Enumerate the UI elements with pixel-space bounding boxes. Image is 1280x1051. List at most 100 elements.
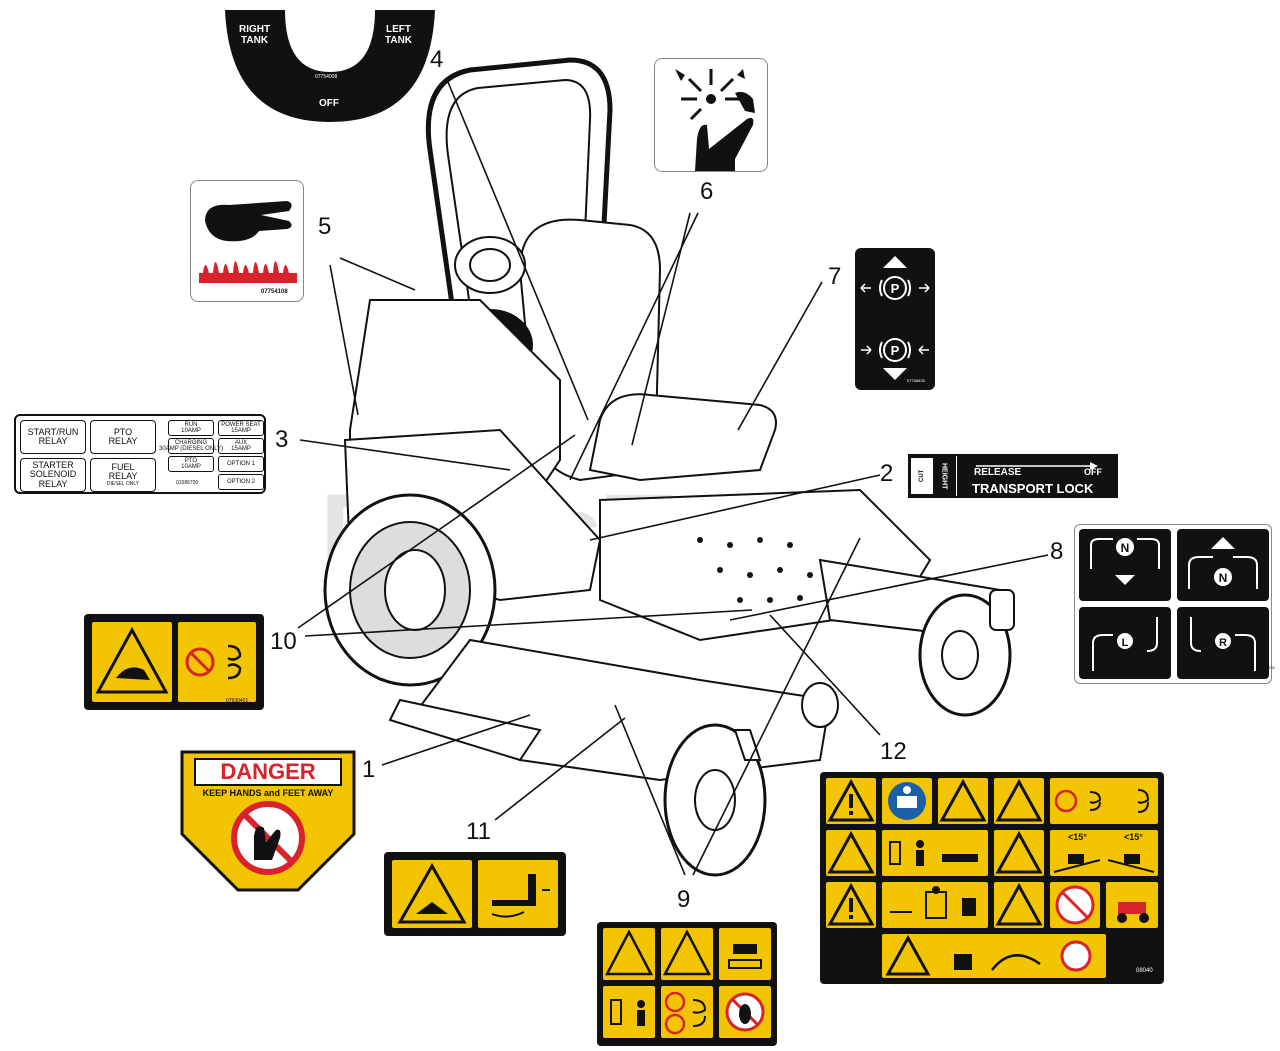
no-feet-icon	[717, 984, 773, 1040]
mower-operation-icon	[717, 926, 773, 982]
callout-10: 10	[270, 628, 297, 655]
park-decal-code: 07758835	[907, 378, 925, 383]
left-turn-cell: L	[1077, 605, 1173, 681]
bystander-distance-icon	[880, 828, 990, 878]
belt-decal-code: 07930401	[226, 698, 249, 704]
svg-text:P: P	[891, 343, 900, 358]
keep-distance-icon	[601, 984, 657, 1040]
crush-hazard-icons	[880, 932, 1108, 980]
neutral-forward-cell: N	[1175, 527, 1271, 603]
safety-icons-decal-12: <15° <15° 08040	[820, 772, 1164, 984]
slope-degree-1: <15°	[1068, 832, 1087, 842]
cut-label: CUT	[911, 458, 933, 494]
seat-safety-icon	[880, 880, 990, 930]
callout-9: 9	[677, 886, 691, 913]
transport-lock-decal: CUT HEIGHT RELEASE OFF TRANSPORT LOCK	[908, 454, 1118, 498]
left-tank-label: LEFT TANK	[385, 24, 413, 46]
steer-decal-code: 07758832	[1257, 665, 1275, 670]
slope-degree-2: <15°	[1124, 832, 1143, 842]
belt-warning-decal: 07930401	[84, 614, 264, 710]
slope-decal-code: 08040	[1136, 968, 1153, 974]
hot-decal-code: 07754108	[261, 289, 288, 295]
fuse-aux: AUX 15AMP	[218, 438, 264, 454]
svg-text:R: R	[1219, 637, 1227, 649]
arrow-down-icon	[883, 368, 907, 380]
steering-control-decal: N N L R 07758832 N L R	[1074, 524, 1275, 684]
rollover-hazard-icon	[936, 776, 990, 826]
entanglement-icon	[675, 69, 755, 171]
fuse-pto: PTO 10AMP	[168, 456, 214, 472]
neutral-reverse-cell: N	[1077, 527, 1173, 603]
callout-1: 1	[362, 756, 376, 783]
hot-surface-decal: 07754108	[190, 180, 304, 302]
relay-fuel: FUEL RELAY DIESEL ONLY	[90, 458, 156, 492]
relay-fuse-decal: START/RUN RELAY PTO RELAY STARTER SOLENO…	[14, 414, 266, 494]
relay-decal-code: 01586700	[176, 480, 199, 486]
svg-text:N: N	[1121, 541, 1130, 555]
entanglement-decal: 07758833	[654, 58, 768, 172]
no-rops-down-icon	[1048, 880, 1102, 930]
callout-5: 5	[318, 213, 332, 240]
warning-triangle-icon-2	[824, 880, 878, 930]
no-hands-blade-icon	[659, 984, 715, 1040]
callout-7: 7	[828, 263, 842, 290]
release-arrow-icon	[976, 462, 1098, 470]
safety-icons-decal-9	[597, 922, 777, 1046]
callout-4: 4	[430, 46, 444, 73]
read-manual-icon	[880, 776, 934, 826]
slope-limit-icon: <15° <15°	[1048, 828, 1160, 878]
danger-subtitle: KEEP HANDS and FEET AWAY	[202, 788, 334, 798]
right-turn-cell: R	[1175, 605, 1271, 681]
relay-starter-solenoid: STARTER SOLENOID RELAY	[20, 458, 86, 492]
right-tank-label: RIGHT TANK	[239, 24, 271, 46]
thrown-object-icon	[824, 828, 878, 878]
relay-pto: PTO RELAY	[90, 420, 156, 454]
callout-8: 8	[1050, 538, 1064, 565]
fuse-run: RUN 10AMP	[168, 420, 214, 436]
slip-warning-decal	[384, 852, 566, 936]
off-transport-label: OFF	[1084, 467, 1102, 477]
slope-tip-icon	[992, 828, 1046, 878]
hand-icon	[254, 826, 281, 860]
hand-belt-warning-icon	[90, 620, 174, 704]
off-label: OFF	[319, 98, 339, 109]
rollover-warning-icon	[659, 926, 715, 982]
hand-icon	[205, 201, 292, 242]
svg-text:P: P	[891, 281, 900, 296]
fuse-charging: CHARGING 30AMP (DIESEL ONLY)	[159, 438, 223, 454]
flame-icon	[199, 261, 297, 283]
callout-6: 6	[700, 178, 714, 205]
slip-hazard-icon	[390, 858, 474, 930]
fuel-decal-code: 07754008	[315, 74, 338, 80]
fuse-option-2: OPTION 2	[218, 474, 264, 490]
rops-up-icon	[1104, 880, 1160, 930]
height-label: HEIGHT	[940, 462, 948, 490]
fuel-tank-decal: RIGHT TANK LEFT TANK 07754008 OFF	[225, 10, 435, 122]
no-hand-belt-icon	[176, 620, 258, 704]
danger-decal: DANGER KEEP HANDS and FEET AWAY	[180, 750, 356, 892]
svg-text:N: N	[1219, 571, 1228, 585]
entangle-decal-code: 07758833	[735, 163, 758, 169]
transport-lock-label: TRANSPORT LOCK	[972, 481, 1094, 496]
rollover-warning-icon-2	[992, 880, 1046, 930]
relay-start-run: START/RUN RELAY	[20, 420, 86, 454]
relay-fuel-sub: DIESEL ONLY	[106, 480, 140, 487]
warning-triangle-icon	[824, 776, 878, 826]
callout-3: 3	[275, 426, 289, 453]
cut-hazard-icon	[992, 776, 1046, 826]
parking-brake-decal: P P 07758835	[855, 248, 935, 390]
danger-title: DANGER	[194, 758, 342, 786]
callout-11: 11	[466, 818, 491, 845]
remove-key-icon	[1048, 776, 1160, 826]
fuse-option-1: OPTION 1	[218, 456, 264, 472]
callout-12: 12	[880, 738, 907, 765]
relay-fuel-label: FUEL RELAY	[108, 461, 138, 482]
release-label: RELEASE	[974, 467, 1022, 478]
thrown-object-warning-icon	[601, 926, 657, 982]
svg-text:L: L	[1122, 637, 1129, 649]
foot-position-icon	[476, 858, 560, 930]
fuse-power-seat: POWER SEAT 15AMP	[218, 420, 264, 436]
arrow-up-icon	[883, 256, 907, 268]
callout-2: 2	[880, 460, 894, 487]
